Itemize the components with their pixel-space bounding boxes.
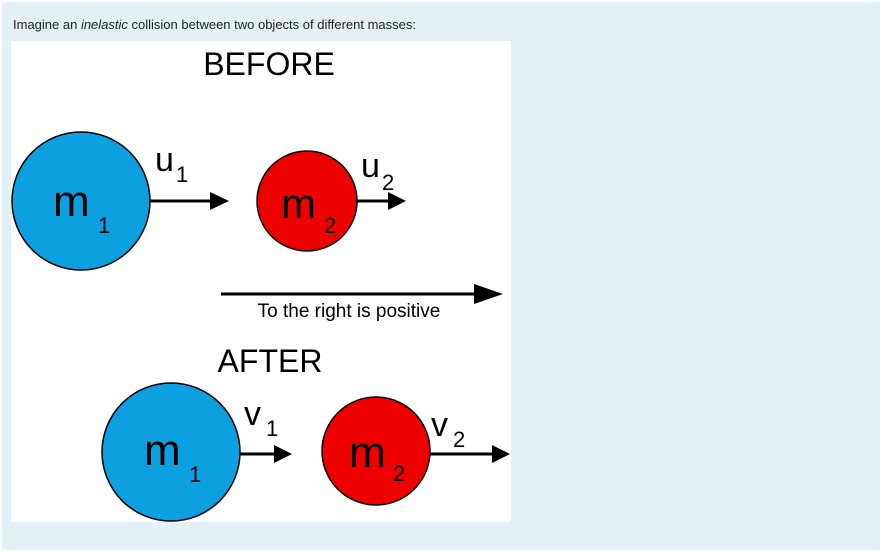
u1-symbol: u	[155, 141, 174, 179]
mass-1-before-symbol: m	[53, 177, 90, 226]
positive-direction-caption: To the right is positive	[258, 301, 441, 322]
mass-2-before-symbol: m	[281, 180, 316, 227]
mass-2-after-symbol: m	[349, 428, 386, 477]
v1-subscript: 1	[266, 416, 278, 441]
u2-arrow-head	[388, 192, 406, 210]
intro-emphasis: inelastic	[80, 17, 128, 32]
v2-symbol: v	[431, 406, 448, 444]
after-heading: AFTER	[218, 343, 323, 379]
v1-symbol: v	[244, 395, 261, 433]
collision-diagram: BEFORE m 1 u 1 m 2 u 2 To the right is p…	[11, 41, 511, 522]
intro-text: Imagine an inelastic collision between t…	[13, 16, 416, 34]
v2-subscript: 2	[453, 427, 465, 452]
positive-direction-arrow-head	[474, 284, 503, 304]
mass-1-after-symbol: m	[144, 426, 181, 475]
collision-diagram-svg: BEFORE m 1 u 1 m 2 u 2 To the right is p…	[11, 46, 510, 522]
v1-arrow-head	[274, 445, 292, 463]
mass-1-after-subscript: 1	[189, 462, 201, 487]
before-heading: BEFORE	[203, 46, 335, 82]
u2-subscript: 2	[382, 170, 394, 195]
mass-1-before-subscript: 1	[98, 213, 110, 238]
u1-subscript: 1	[176, 162, 188, 187]
u1-arrow-head	[210, 192, 229, 210]
mass-2-before-subscript: 2	[324, 213, 336, 238]
intro-text-start: Imagine an	[13, 17, 81, 32]
v2-arrow-head	[492, 445, 510, 463]
u2-symbol: u	[361, 147, 380, 185]
mass-2-after-circle	[321, 396, 431, 506]
intro-text-end: collision between two objects of differe…	[127, 17, 416, 32]
mass-1-after-circle	[101, 382, 241, 522]
mass-2-after-subscript: 2	[393, 461, 405, 486]
